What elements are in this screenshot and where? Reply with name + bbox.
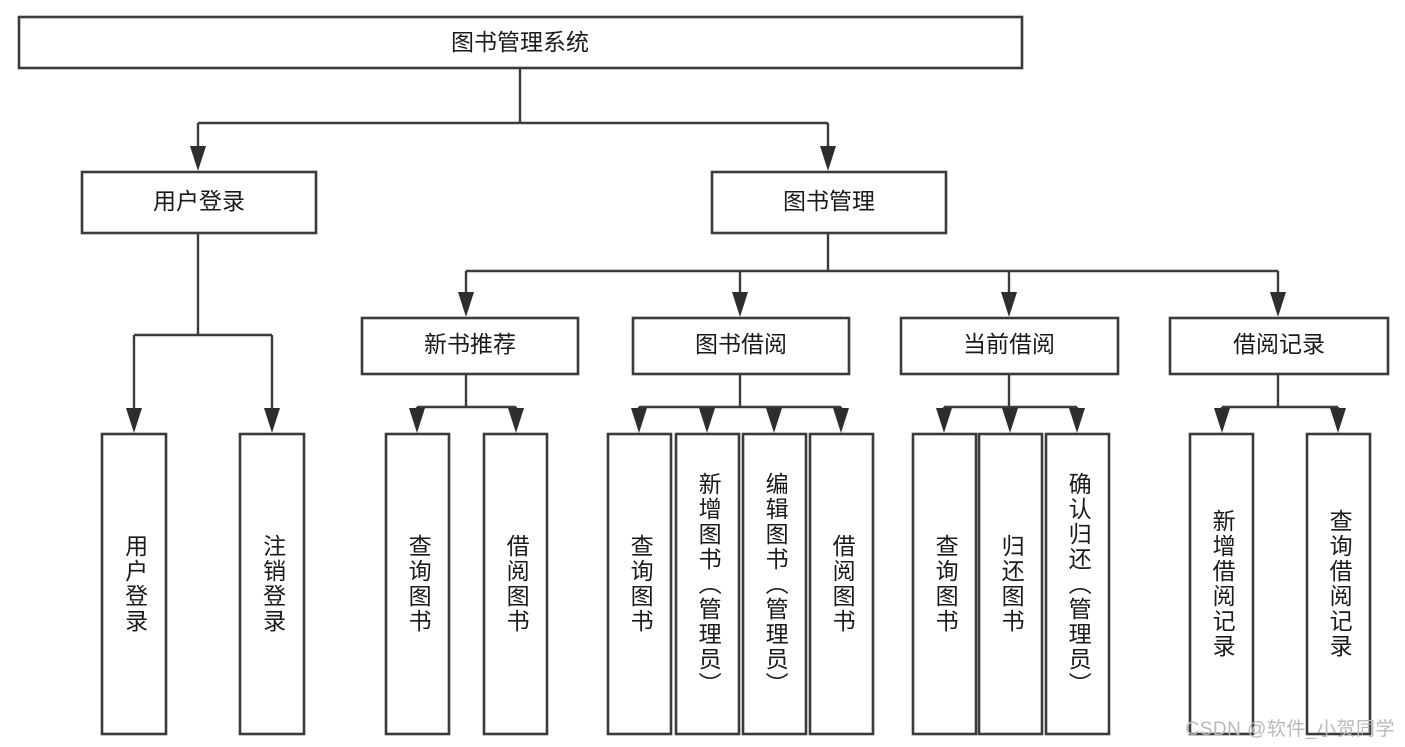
arrow-head-book-manage <box>820 146 836 171</box>
node-label-book-manage: 图书管理 <box>783 188 875 214</box>
node-box-leaf-add-book[interactable] <box>674 432 741 736</box>
node-box-borrow-record[interactable] <box>1168 316 1390 376</box>
arrow-head-new-book-recommend <box>458 292 474 317</box>
arrow-head-leaf-user-login <box>126 408 142 433</box>
node-box-leaf-user-login[interactable] <box>100 432 168 736</box>
arrow-head-leaf-add-book <box>699 408 715 433</box>
node-box-leaf-edit-book[interactable] <box>741 432 808 736</box>
node-box-new-book-recommend[interactable] <box>360 316 580 376</box>
arrow-head-leaf-return-book <box>1002 408 1018 433</box>
connector-group-current-borrow <box>936 374 1085 433</box>
node-label-new-book-recommend: 新书推荐 <box>424 331 516 357</box>
connector-group-user-login <box>126 233 280 433</box>
node-label-current-borrow: 当前借阅 <box>963 331 1055 357</box>
node-box-leaf-query-record[interactable] <box>1305 432 1372 736</box>
arrow-head-leaf-query-book-2 <box>631 408 647 433</box>
arrow-head-leaf-query-book-3 <box>936 408 952 433</box>
node-box-book-manage[interactable] <box>710 170 948 235</box>
node-box-user-login[interactable] <box>80 170 318 235</box>
node-box-leaf-return-book[interactable] <box>977 432 1044 736</box>
node-box-leaf-add-record[interactable] <box>1188 432 1255 736</box>
connector-group-new-book-recommend <box>409 374 524 433</box>
arrow-head-leaf-edit-book <box>766 408 782 433</box>
connector-group-borrow-record <box>1214 374 1346 433</box>
arrow-head-leaf-query-book-1 <box>409 408 425 433</box>
node-box-current-borrow[interactable] <box>899 316 1120 376</box>
node-label-book-borrow: 图书借阅 <box>695 331 787 357</box>
node-box-root[interactable] <box>17 15 1024 70</box>
node-box-leaf-borrow-book-2[interactable] <box>808 432 875 736</box>
arrow-head-leaf-borrow-book-2 <box>833 408 849 433</box>
arrow-head-leaf-borrow-book-1 <box>508 408 524 433</box>
arrow-head-leaf-add-record <box>1214 408 1230 433</box>
arrow-head-user-login <box>190 146 206 171</box>
arrow-head-leaf-user-logout <box>264 408 280 433</box>
arrow-head-book-borrow <box>732 292 748 317</box>
node-label-user-login: 用户登录 <box>153 188 245 214</box>
node-label-borrow-record: 借阅记录 <box>1233 331 1325 357</box>
node-box-leaf-query-book-1[interactable] <box>384 432 451 736</box>
node-box-book-borrow[interactable] <box>631 316 851 376</box>
node-box-leaf-query-book-3[interactable] <box>911 432 978 736</box>
node-box-leaf-borrow-book-1[interactable] <box>482 432 549 736</box>
node-box-leaf-user-logout[interactable] <box>238 432 306 736</box>
arrow-head-borrow-record <box>1270 292 1286 317</box>
arrow-head-leaf-confirm-return <box>1069 408 1085 433</box>
connector-group-book-manage <box>458 233 1286 317</box>
connector-group-root <box>190 68 836 171</box>
node-box-leaf-query-book-2[interactable] <box>606 432 673 736</box>
node-box-leaf-confirm-return[interactable] <box>1044 432 1111 736</box>
arrow-head-current-borrow <box>1001 292 1017 317</box>
node-label-root: 图书管理系统 <box>451 29 589 55</box>
arrow-head-leaf-query-record <box>1330 408 1346 433</box>
connector-group-book-borrow <box>631 374 849 433</box>
watermark-text: CSDN @软件_小贺同学 <box>1185 719 1395 740</box>
